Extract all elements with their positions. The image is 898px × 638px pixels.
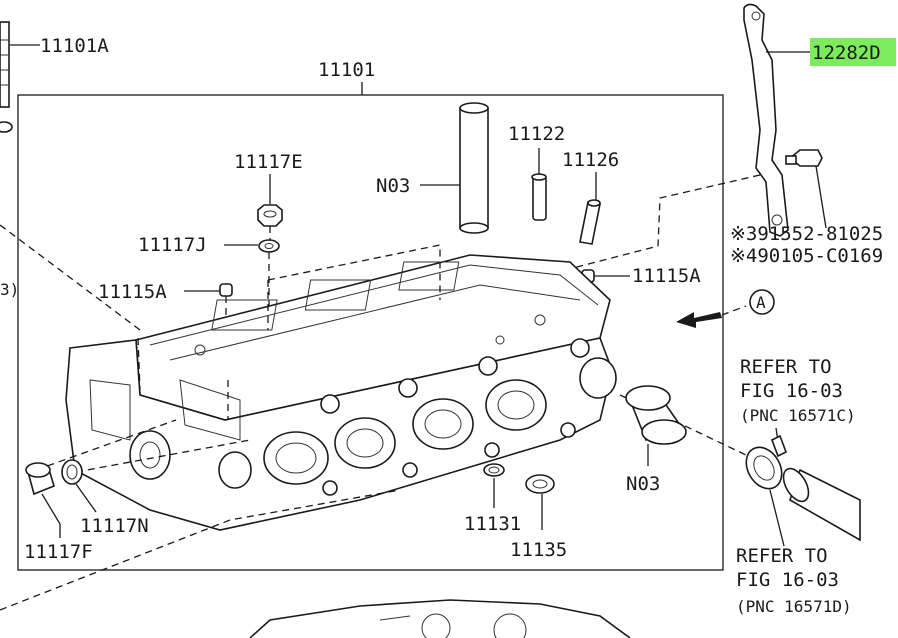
bracket-12282D <box>743 3 789 237</box>
gasket-11117N <box>61 459 83 485</box>
pin-11122 <box>531 173 547 221</box>
callout-A-letter: A <box>756 293 766 312</box>
refer1-line3: (PNC 16571C) <box>740 406 856 425</box>
label-11115A-left: 11115A <box>98 281 167 303</box>
label-11126: 11126 <box>562 149 619 171</box>
note-part-1: ※391552-81025 <box>730 223 883 245</box>
label-11117F: 11117F <box>24 541 93 563</box>
label-N03-top: N03 <box>376 175 410 197</box>
ring-11135 <box>525 474 555 494</box>
pin-11126 <box>579 199 601 245</box>
ring-11131 <box>483 463 505 477</box>
nut-11117E <box>257 204 283 227</box>
refer2-line1: REFER TO <box>736 545 828 567</box>
note-part-2: ※490105-C0169 <box>730 245 883 267</box>
label-11117E: 11117E <box>234 151 303 173</box>
assembly-frame <box>17 94 724 571</box>
callout-A-circle <box>749 289 775 315</box>
tube-N03-top <box>459 102 489 234</box>
cylinder-head <box>65 254 617 531</box>
refer1-line1: REFER TO <box>740 356 832 378</box>
label-11117N: 11117N <box>80 515 149 537</box>
highlight-12282D <box>810 38 896 66</box>
bolt-11101A <box>0 21 13 133</box>
label-11101: 11101 <box>318 59 375 81</box>
label-11117J: 11117J <box>138 234 207 256</box>
plug-11115A-left <box>219 283 233 297</box>
plug-11117F <box>25 462 55 496</box>
label-11101A: 11101A <box>40 35 109 57</box>
label-12282D: 12282D <box>812 42 881 64</box>
refer1-line2: FIG 16-03 <box>740 380 843 402</box>
cylinder-N03-bottom <box>625 385 687 445</box>
label-11135: 11135 <box>510 539 567 561</box>
edge-text-left: 3) <box>0 280 19 299</box>
bolt-bracket <box>785 149 823 167</box>
refer2-line2: FIG 16-03 <box>736 569 839 591</box>
washer-11117J <box>258 239 280 253</box>
arrow-view-A <box>676 305 747 328</box>
label-11122: 11122 <box>508 123 565 145</box>
refer2-line3: (PNC 16571D) <box>736 597 852 616</box>
hose-clamp <box>745 434 861 542</box>
head-gasket-partial <box>249 599 631 638</box>
label-N03-bottom: N03 <box>626 473 660 495</box>
label-11115A-right: 11115A <box>632 265 701 287</box>
label-11131: 11131 <box>464 513 521 535</box>
